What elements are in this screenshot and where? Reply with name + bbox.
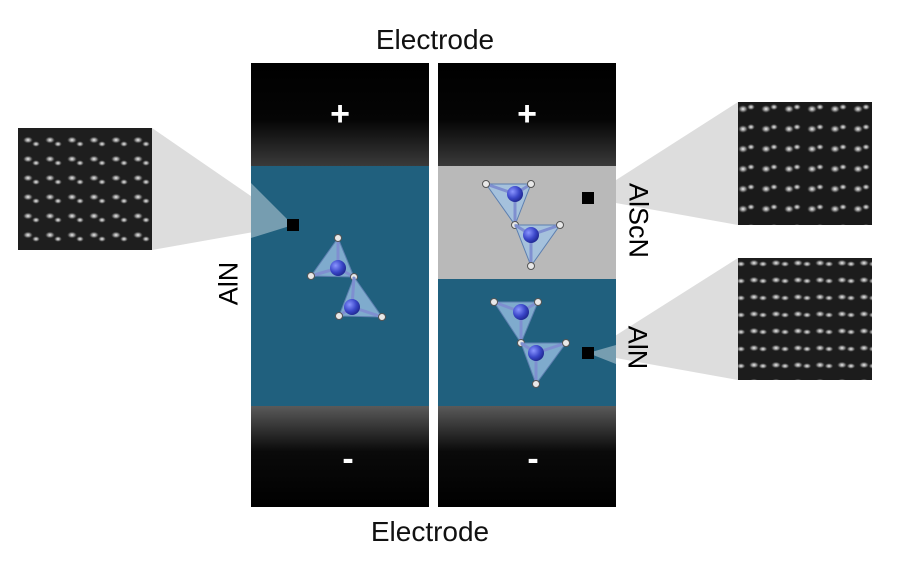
top-electrode-label: Electrode: [375, 24, 495, 55]
plus-sign-left: +: [330, 95, 350, 133]
sample-marker-right-bottom: [582, 347, 594, 359]
right-capacitor: [438, 63, 616, 507]
tetrahedron-left-lower: [335, 275, 386, 321]
right-bottom-electrode: [438, 406, 616, 507]
tetrahedron-left-upper: [307, 234, 358, 281]
zoom-wedge-left-tip: [251, 183, 293, 238]
tetrahedron-alscn-lower: [514, 221, 564, 270]
zoom-wedge-right-bottom-tip: [588, 345, 616, 364]
stem-image-left: [18, 128, 152, 250]
left-aln-layer: [251, 166, 429, 406]
tetrahedron-alscn-upper: [482, 180, 535, 229]
alscn-layer-label: AlScN: [623, 182, 654, 258]
right-alscn-layer: [438, 166, 616, 279]
stem-image-right-top: [738, 102, 872, 225]
right-top-electrode: [438, 63, 616, 166]
stem-image-right-bottom: [738, 258, 872, 380]
tetrahedron-right-aln-upper: [490, 298, 542, 347]
sample-marker-left: [287, 219, 299, 231]
minus-sign-right: -: [527, 440, 539, 478]
zoom-wedge-right-top: [588, 102, 738, 225]
left-top-electrode: [251, 63, 429, 166]
left-capacitor: [251, 63, 429, 507]
left-layer-label: AlN: [213, 261, 244, 306]
plus-sign-right: +: [517, 95, 537, 133]
right-aln-layer-label: AlN: [622, 325, 653, 370]
bottom-electrode-label: Electrode: [370, 516, 490, 547]
sample-marker-right-top: [582, 192, 594, 204]
zoom-wedge-right-bottom: [588, 258, 738, 380]
left-bottom-electrode: [251, 406, 429, 507]
tetrahedron-right-aln-lower: [520, 339, 570, 388]
minus-sign-left: -: [342, 440, 354, 478]
